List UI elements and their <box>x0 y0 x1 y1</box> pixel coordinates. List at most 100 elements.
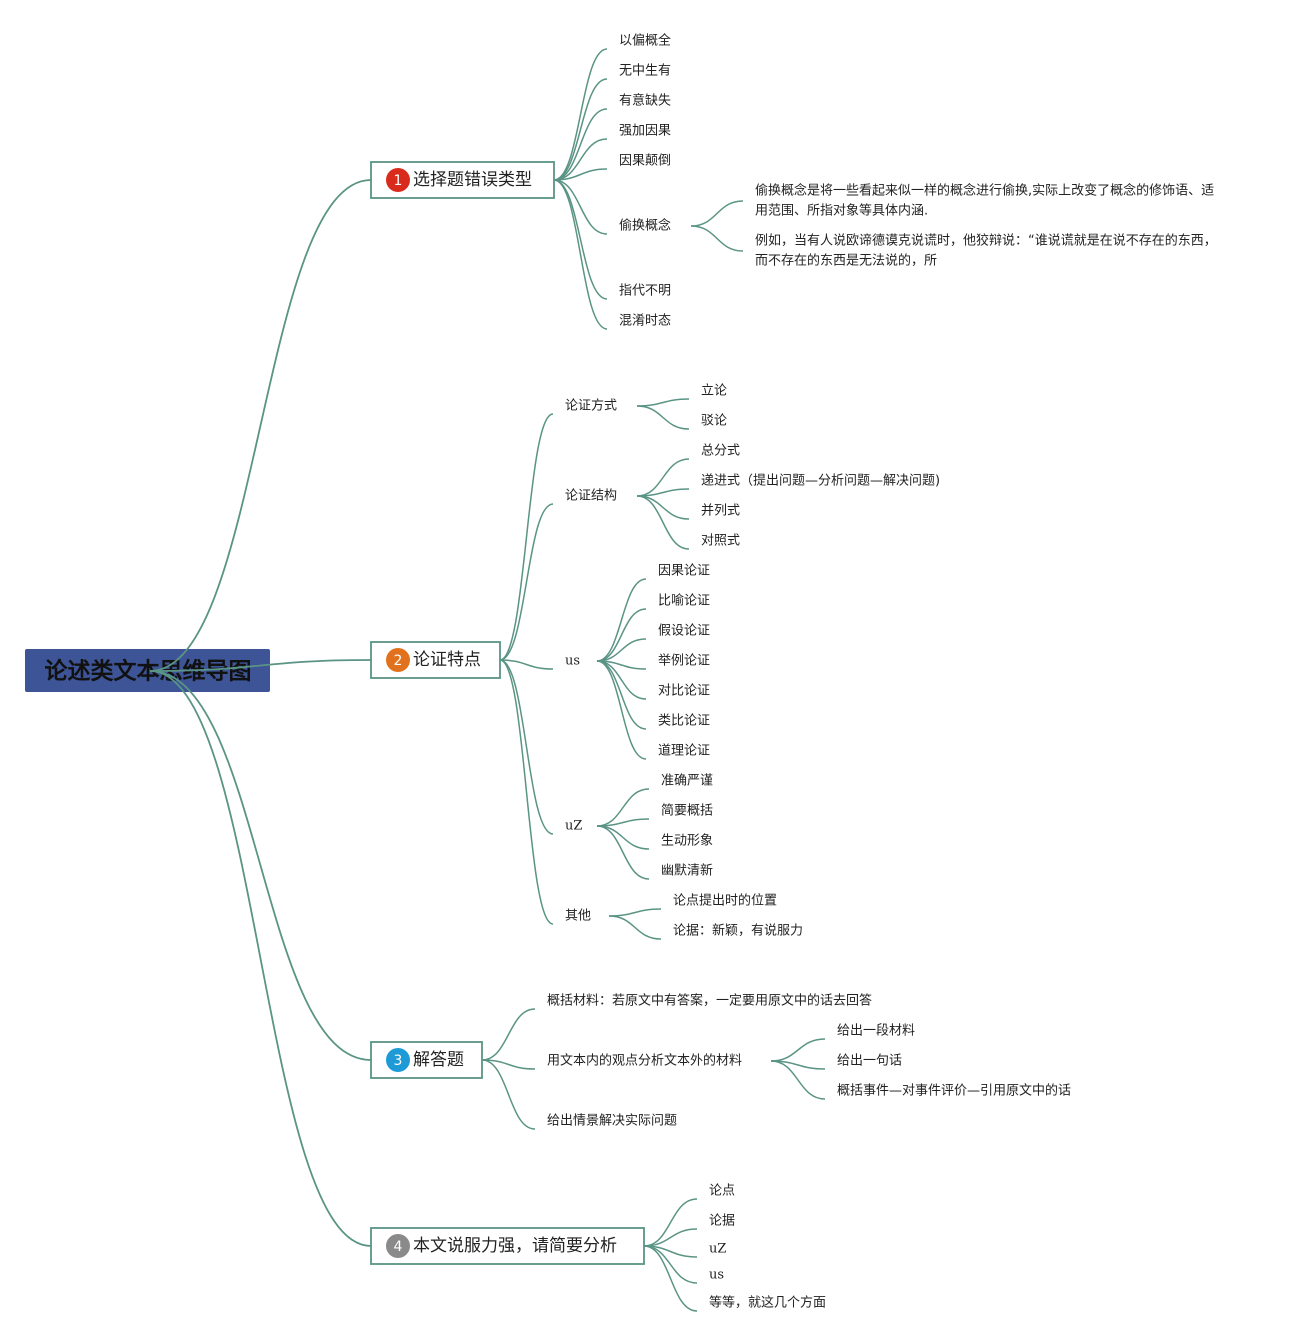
branch-label: 论证特点 <box>413 650 481 670</box>
child-label: 概括事件—对事件评价—引用原文中的话 <box>837 1083 1071 1099</box>
note-line: 例如，当有人说欧谛德谟克说谎时，他狡辩说：“谁说谎就是在说不存在的东西， <box>755 233 1217 249</box>
connector-line <box>553 48 608 181</box>
item-label: 因果颠倒 <box>619 154 671 169</box>
connector-line <box>596 578 647 662</box>
item-label: uZ <box>709 1242 726 1257</box>
child-label: 驳论 <box>701 414 727 429</box>
branch-label: 解答题 <box>413 1050 464 1070</box>
item-label: 指代不明 <box>619 284 671 299</box>
connector-line <box>149 670 372 1061</box>
connector-line <box>149 179 372 672</box>
badge-number: 1 <box>394 173 403 189</box>
connector-line <box>499 659 554 925</box>
connector-line <box>553 78 608 181</box>
child-label: 比喻论证 <box>658 594 710 609</box>
item-label: uZ <box>565 819 582 834</box>
connector-line <box>596 818 650 827</box>
connector-line <box>481 1059 536 1070</box>
connector-line <box>608 915 662 940</box>
child-label: 对照式 <box>701 534 740 549</box>
number-badge-icon <box>386 168 410 192</box>
child-label: 论点提出时的位置 <box>673 893 777 909</box>
child-label: 论据：新颖，有说服力 <box>673 923 803 939</box>
connector-line <box>643 1198 698 1247</box>
child-label: 因果论证 <box>658 564 710 579</box>
item-label: us <box>565 654 580 669</box>
connector-line <box>596 825 650 880</box>
child-label: 举例论证 <box>658 654 710 669</box>
child-label: 假设论证 <box>658 624 710 639</box>
child-label: 并列式 <box>701 504 740 519</box>
branch-label: 选择题错误类型 <box>413 170 532 190</box>
number-badge-icon <box>386 648 410 672</box>
item-label: 论点 <box>709 1184 735 1199</box>
connector-line <box>553 179 608 235</box>
branch-node-4[interactable] <box>370 1227 645 1265</box>
connector-line <box>636 495 690 550</box>
connector-line <box>596 660 647 760</box>
connector-line <box>643 1228 698 1247</box>
connector-line <box>596 638 647 662</box>
note-line: 而不存在的东西是无法说的，所 <box>755 253 937 269</box>
branch-label: 本文说服力强，请简要分析 <box>413 1236 617 1256</box>
connector-line <box>596 825 650 850</box>
badge-number: 3 <box>394 1053 403 1069</box>
connector-line <box>690 200 744 227</box>
connector-line <box>481 1008 536 1061</box>
item-label: 概括材料：若原文中有答案，一定要用原文中的话去回答 <box>547 993 872 1009</box>
item-label: 论据 <box>709 1214 735 1229</box>
connector-line <box>553 168 608 181</box>
connector-line <box>643 1245 698 1312</box>
item-label: 论证方式 <box>565 398 617 414</box>
item-label: 偷换概念 <box>619 218 671 234</box>
item-label: 混淆时态 <box>619 314 671 329</box>
badge-number: 4 <box>394 1239 403 1255</box>
child-label: 类比论证 <box>658 714 710 729</box>
number-badge-icon <box>386 1048 410 1072</box>
connector-line <box>499 413 554 661</box>
connector-line <box>636 458 690 497</box>
item-label: 强加因果 <box>619 124 671 139</box>
connector-line <box>636 495 690 520</box>
item-label: 其他 <box>565 909 591 924</box>
connector-line <box>499 659 554 670</box>
connector-line <box>770 1060 826 1100</box>
root-node[interactable] <box>25 649 270 692</box>
item-label: 等等，就这几个方面 <box>709 1295 826 1311</box>
badge-number: 2 <box>394 653 403 669</box>
item-label: 给出情景解决实际问题 <box>547 1114 677 1129</box>
child-label: 简要概括 <box>661 803 713 819</box>
connector-line <box>553 108 608 181</box>
child-label: 立论 <box>701 384 727 399</box>
child-label: 准确严谨 <box>661 774 713 789</box>
number-badge-icon <box>386 1234 410 1258</box>
connector-line <box>596 788 650 827</box>
root-title: 论述类文本思维导图 <box>45 658 252 685</box>
connector-line <box>481 1059 536 1130</box>
item-label: 论证结构 <box>565 489 617 504</box>
child-label: 幽默清新 <box>661 863 713 879</box>
child-label: 道理论证 <box>658 744 710 759</box>
child-label: 总分式 <box>701 444 740 459</box>
connector-line <box>636 398 690 407</box>
connector-line <box>596 660 647 700</box>
connector-line <box>608 908 662 917</box>
connector-line <box>596 608 647 662</box>
connector-line <box>499 659 554 835</box>
connector-line <box>553 179 608 330</box>
connector-line <box>636 405 690 430</box>
child-label: 给出一段材料 <box>837 1024 915 1039</box>
child-label: 生动形象 <box>661 834 713 849</box>
connector-line <box>596 660 647 730</box>
connector-line <box>770 1038 826 1062</box>
connector-line <box>149 659 372 672</box>
item-label: 有意缺失 <box>619 93 671 109</box>
item-label: 用文本内的观点分析文本外的材料 <box>547 1053 742 1069</box>
connector-line <box>690 225 744 252</box>
connector-line <box>636 488 690 497</box>
child-label: 给出一句话 <box>837 1054 902 1069</box>
connector-line <box>149 670 372 1247</box>
connector-line <box>553 179 608 300</box>
connector-line <box>553 138 608 181</box>
